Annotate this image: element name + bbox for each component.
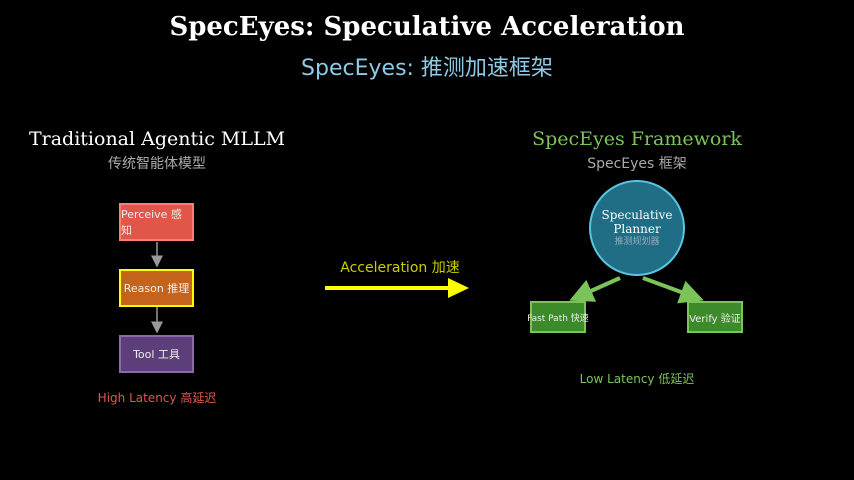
perceive-step: Perceive 感知 — [119, 203, 194, 241]
tool-step: Tool 工具 — [119, 335, 194, 373]
high-latency-label: High Latency 高延迟 — [97, 391, 217, 405]
page-title: SpecEyes: Speculative Acceleration — [169, 12, 685, 42]
planner-label-line1: Speculative — [601, 208, 673, 222]
planner-to-verify-arrow — [642, 276, 704, 304]
acceleration-label: Acceleration 加速 — [340, 260, 460, 276]
fast-path-label: Fast Path 快速 — [527, 313, 589, 324]
verify-node: Verify 验证 — [687, 301, 743, 333]
page-subtitle: SpecEyes: 推测加速框架 — [301, 56, 553, 81]
reason-step-label: Reason 推理 — [123, 282, 190, 295]
planner-label-line2: Planner — [613, 222, 661, 236]
specEyes-title: SpecEyes Framework — [532, 128, 742, 150]
fast-path-node: Fast Path 快速 — [527, 301, 589, 333]
specEyes-subtitle: SpecEyes 框架 — [587, 156, 687, 172]
planner-label-cn: 推测规划器 — [614, 237, 660, 247]
traditional-title: Traditional Agentic MLLM — [28, 128, 286, 150]
planner-to-fast-path-arrow — [569, 276, 621, 302]
speculative-planner-node: Speculative Planner 推测规划器 — [589, 180, 685, 276]
traditional-subtitle: 传统智能体模型 — [108, 156, 206, 172]
low-latency-label: Low Latency 低延迟 — [579, 372, 695, 386]
reason-step: Reason 推理 — [119, 269, 194, 307]
verify-label: Verify 验证 — [689, 313, 741, 325]
acceleration-arrow-head — [448, 278, 469, 298]
perceive-step-label: Perceive 感知 — [121, 208, 182, 237]
tool-step-label: Tool 工具 — [133, 348, 180, 361]
